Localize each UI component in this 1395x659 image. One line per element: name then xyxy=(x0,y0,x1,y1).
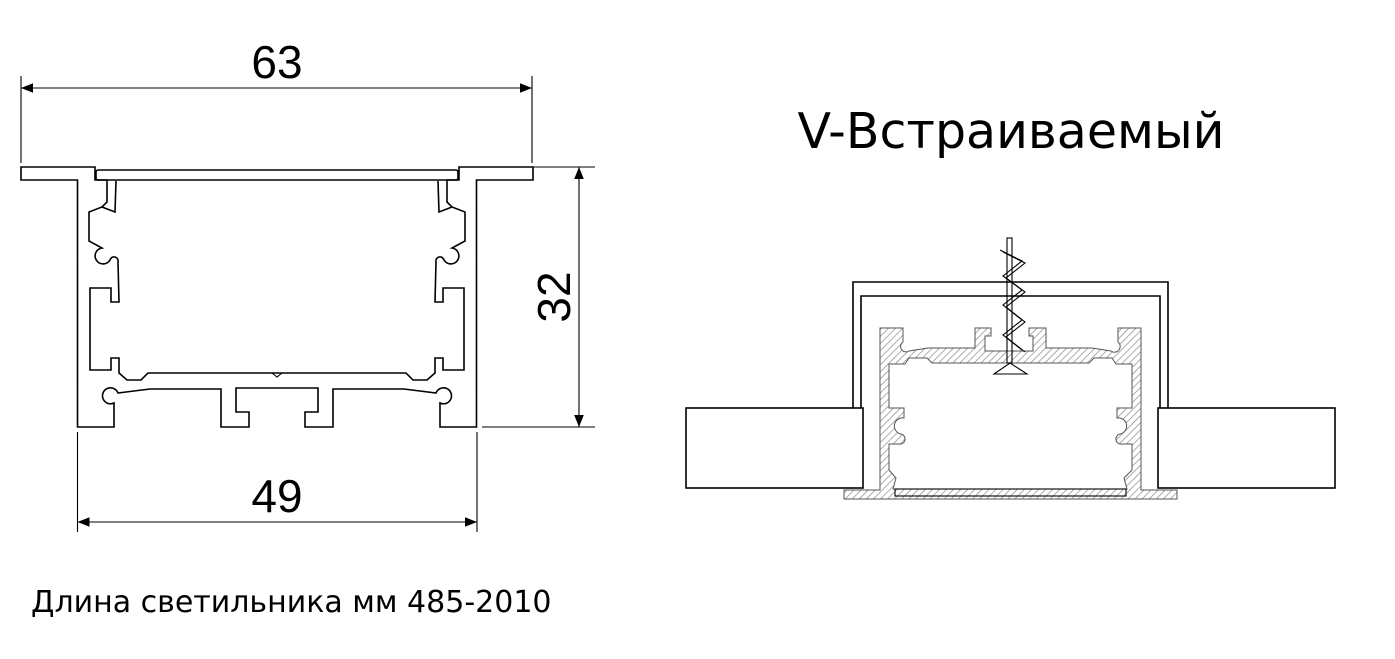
diffuser-lens xyxy=(95,169,459,181)
ceiling-panel-right xyxy=(1157,407,1336,489)
spring-base xyxy=(992,362,1029,375)
dimension-label-49: 49 xyxy=(251,470,302,522)
installed-lens xyxy=(894,488,1127,497)
dimension-label-32: 32 xyxy=(528,271,580,322)
profile-cross-section xyxy=(20,166,534,428)
dimension-height: 32 xyxy=(482,166,595,428)
mounting-box-inner xyxy=(860,295,1161,408)
profile-right-half xyxy=(277,166,534,428)
dimension-width-top: 63 xyxy=(20,36,533,163)
spring-clip xyxy=(992,237,1029,375)
profile-cavity xyxy=(888,357,1133,490)
length-note: Длина светильника мм 485-2010 xyxy=(31,585,552,620)
ceiling-panel-left xyxy=(685,407,864,489)
profile-left-half xyxy=(20,166,277,428)
dimension-width-bottom: 49 xyxy=(76,432,478,532)
mounting-type-title: V-Встраиваемый xyxy=(798,103,1225,160)
dimension-label-63: 63 xyxy=(251,36,302,88)
installation-drawing xyxy=(685,237,1336,500)
